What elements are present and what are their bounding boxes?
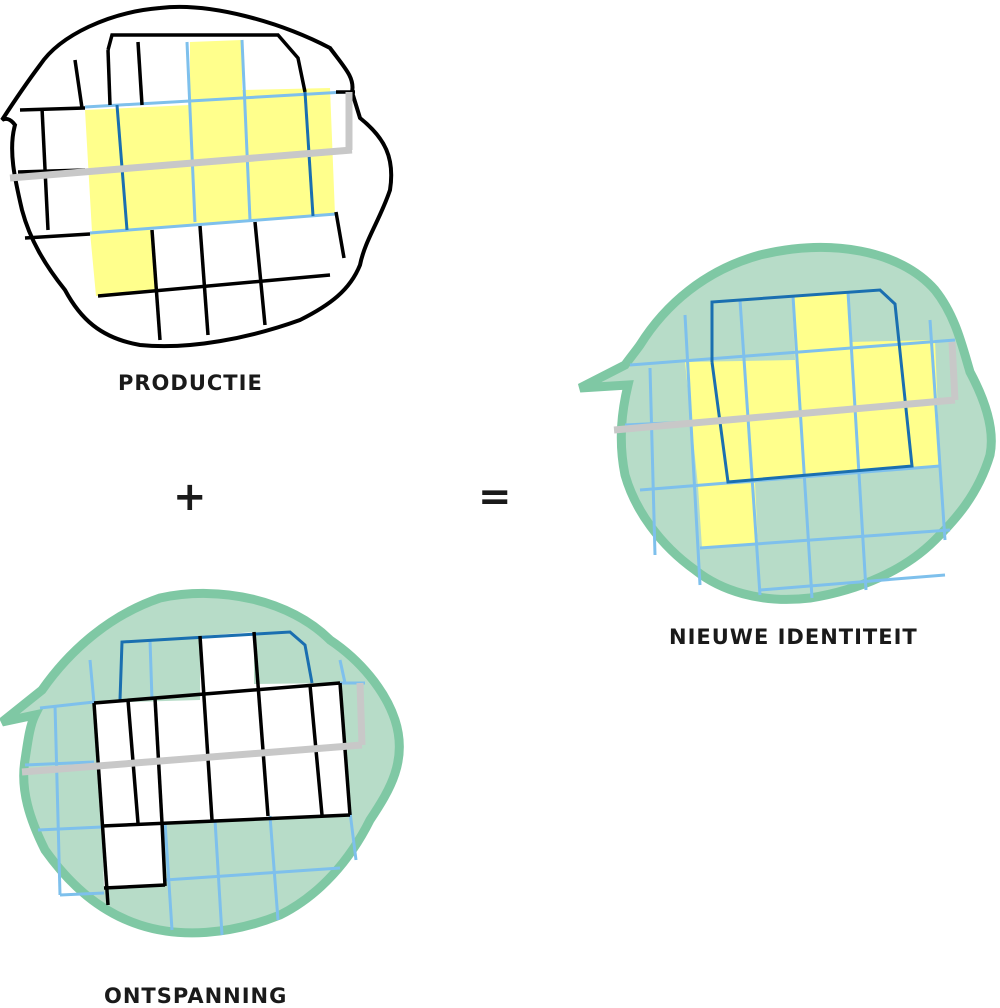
- productie-yellow-zone-main: [85, 40, 335, 232]
- productie-black-grid: [17, 33, 355, 341]
- nieuwe-identiteit-label: NIEUWE IDENTITEIT: [669, 625, 918, 649]
- nieuwe-identiteit-light-grid: [624, 291, 956, 599]
- ontspanning-light-grid: [24, 639, 365, 936]
- nieuwe-identiteit-dark-grid: [710, 288, 914, 484]
- equals-operator: =: [478, 474, 512, 520]
- productie-road: [9, 92, 353, 182]
- ontspanning-white-zone-lower: [102, 823, 165, 888]
- productie-yellow-zone-lower: [90, 228, 156, 296]
- ontspanning-dark-grid: [118, 630, 314, 701]
- productie-label: PRODUCTIE: [118, 371, 263, 395]
- ontspanning-black-grid: [92, 631, 352, 906]
- productie-light-grid: [84, 39, 346, 235]
- nieuwe-identiteit-diagram: [577, 243, 996, 604]
- nieuwe-identiteit-road: [613, 341, 959, 434]
- ontspanning-diagram: [0, 588, 404, 938]
- ontspanning-label: ONTSPANNING: [104, 984, 288, 1008]
- ontspanning-road: [21, 682, 366, 776]
- nieuwe-identiteit-yellow-zone-lower: [698, 483, 758, 548]
- plus-operator: +: [173, 474, 207, 520]
- productie-diagram: [0, 4, 394, 349]
